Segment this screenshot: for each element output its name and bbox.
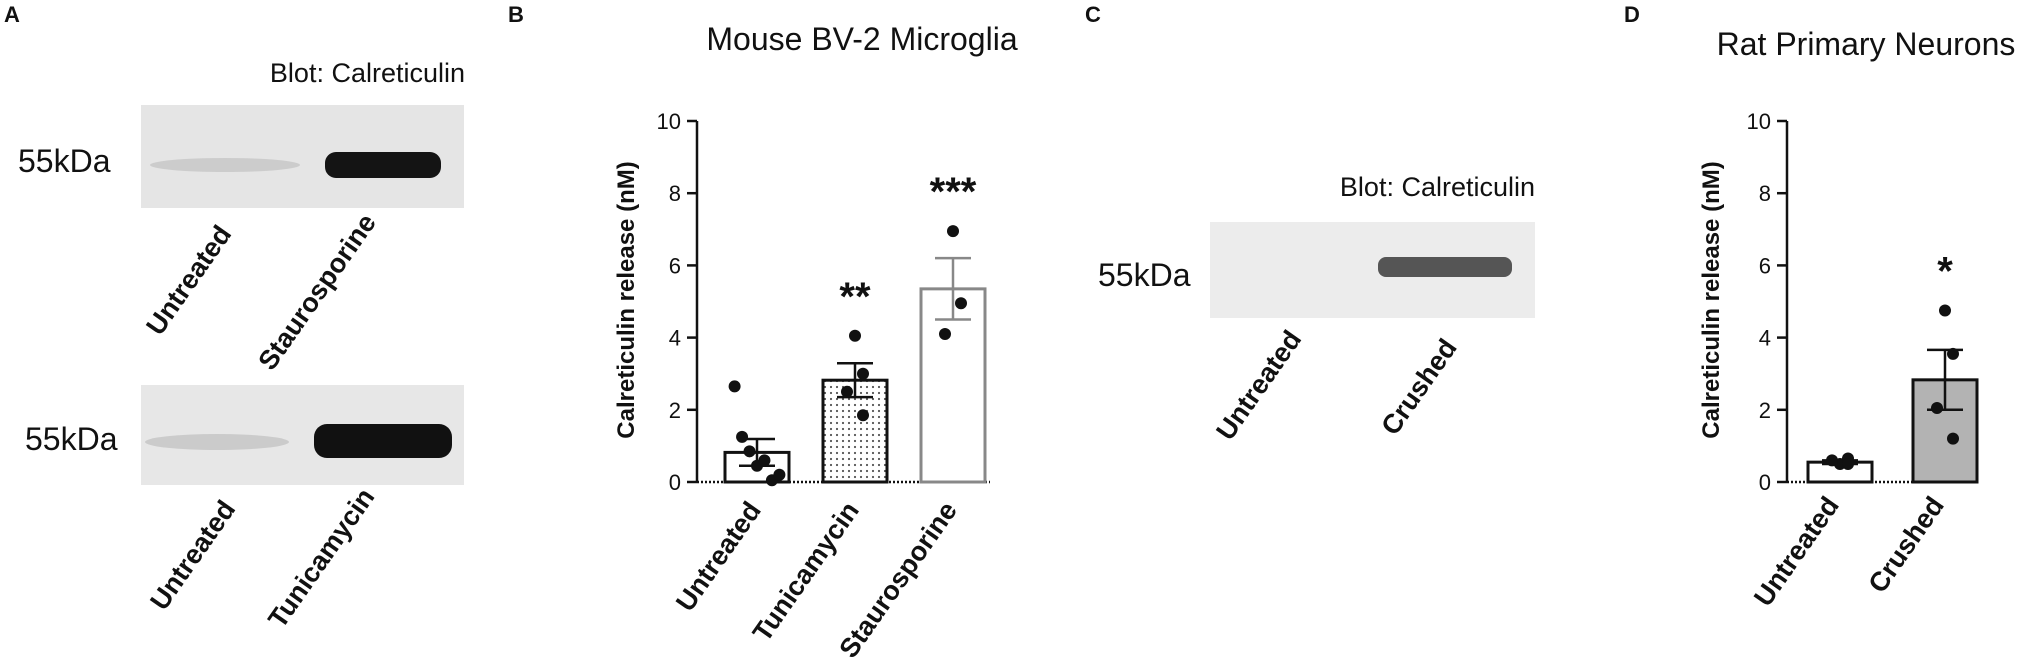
- panel-a: A Blot: Calreticulin 55kDa Untreated Sta…: [4, 2, 465, 633]
- panel-label-b: B: [508, 2, 524, 27]
- data-point: [736, 430, 749, 443]
- y-tick-label: 0: [669, 470, 681, 495]
- band-tunicamycin-a2: [314, 424, 452, 458]
- data-point: [758, 454, 771, 467]
- lane-label-untreated-a2: Untreated: [144, 495, 241, 615]
- data-point: [773, 468, 786, 481]
- data-point: [1947, 347, 1959, 360]
- significance-marker: **: [839, 275, 871, 319]
- data-point: [841, 385, 853, 398]
- chart-title: Mouse BV-2 Microglia: [706, 21, 1017, 57]
- y-tick-label: 4: [669, 326, 681, 351]
- data-point: [939, 327, 951, 340]
- data-point: [857, 367, 869, 380]
- lane-label-staurosporine-a1: Staurosporine: [252, 208, 382, 375]
- y-tick-label: 10: [1747, 109, 1771, 134]
- marker-label-a2: 55kDa: [25, 421, 118, 457]
- data-point: [1931, 401, 1943, 414]
- x-tick-label-tunicamycin: Tunicamycin: [747, 496, 865, 647]
- band-staurosporine-a1: [325, 152, 441, 178]
- y-tick-label: 2: [1759, 398, 1771, 423]
- y-tick-label: 8: [669, 181, 681, 206]
- y-tick-label: 4: [1759, 326, 1771, 351]
- x-tick-label-crushed: Crushed: [1863, 491, 1950, 598]
- chart-title: Rat Primary Neurons: [1717, 26, 2016, 62]
- data-point: [743, 445, 756, 458]
- data-point: [857, 409, 869, 422]
- y-axis-label: Calreticulin release (nM): [1698, 161, 1725, 438]
- data-point: [1947, 432, 1959, 445]
- data-point: [849, 329, 861, 342]
- lane-label-untreated-c: Untreated: [1210, 325, 1307, 445]
- panel-c: C Blot: Calreticulin 55kDa Untreated Cru…: [1085, 2, 1535, 445]
- band-crushed-c: [1378, 257, 1512, 277]
- band-untreated-a1: [150, 158, 300, 172]
- marker-label-a1: 55kDa: [18, 143, 111, 179]
- lane-label-untreated-a1: Untreated: [140, 220, 237, 340]
- bar-staurosporine: [919, 287, 987, 484]
- lane-label-crushed-c: Crushed: [1375, 334, 1462, 441]
- y-tick-label: 10: [657, 109, 681, 134]
- blot-header-a: Blot: Calreticulin: [270, 58, 465, 88]
- y-axis-label: Calreticulin release (nM): [613, 161, 640, 438]
- band-untreated-a2: [145, 434, 289, 450]
- significance-marker: *: [1937, 250, 1953, 294]
- panel-label-c: C: [1085, 2, 1101, 27]
- data-point: [1939, 304, 1951, 317]
- blot-header-c: Blot: Calreticulin: [1340, 172, 1535, 202]
- marker-label-c: 55kDa: [1098, 257, 1191, 293]
- y-tick-label: 6: [1759, 253, 1771, 278]
- panel-label-d: D: [1624, 2, 1640, 27]
- data-point: [1826, 454, 1838, 467]
- x-tick-label-untreated: Untreated: [670, 496, 767, 616]
- panel-label-a: A: [4, 2, 20, 27]
- y-tick-label: 6: [669, 253, 681, 278]
- x-tick-label-untreated: Untreated: [1748, 491, 1845, 611]
- y-tick-label: 8: [1759, 181, 1771, 206]
- significance-marker: ***: [930, 170, 977, 214]
- data-point: [955, 297, 967, 310]
- data-point: [1842, 457, 1854, 470]
- data-point: [947, 225, 959, 238]
- data-point: [728, 380, 741, 393]
- y-tick-label: 2: [669, 398, 681, 423]
- lane-label-tunicamycin-a2: Tunicamycin: [262, 483, 380, 634]
- y-tick-label: 0: [1759, 470, 1771, 495]
